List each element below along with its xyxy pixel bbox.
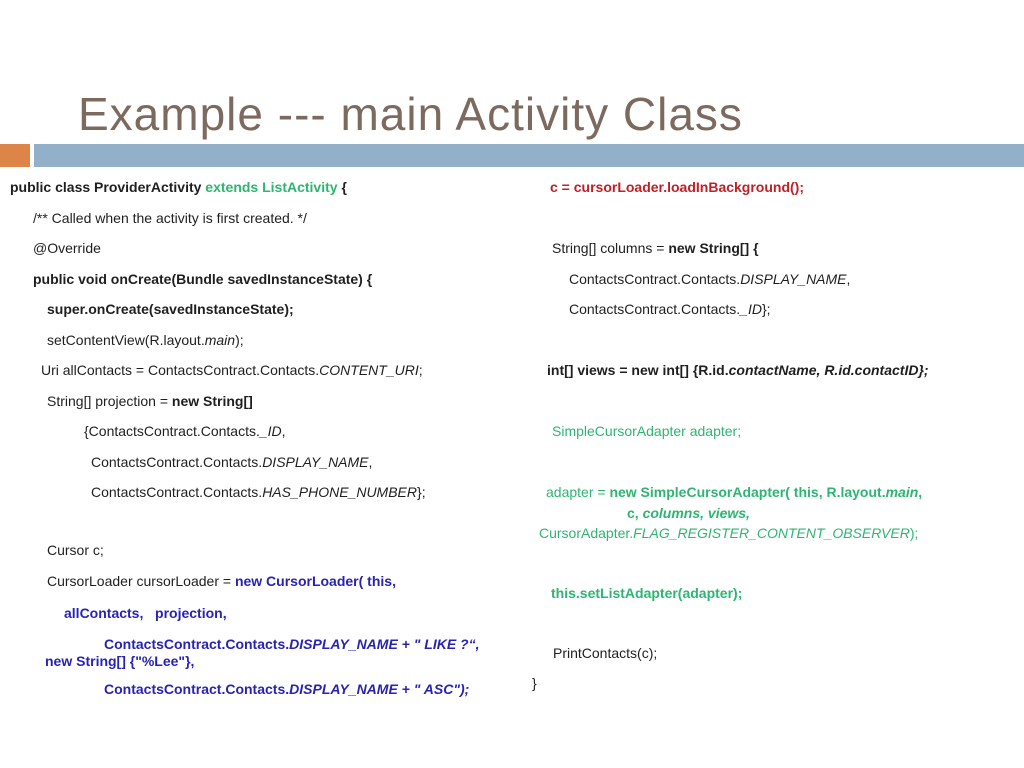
code-segment: };: [417, 484, 426, 500]
code-segment: new String[] {: [668, 240, 759, 256]
accent-blue-bar: [34, 144, 1024, 167]
code-segment: }: [532, 675, 537, 691]
code-line: ContactsContract.Contacts.DISPLAY_NAME +…: [104, 681, 469, 698]
code-line: /** Called when the activity is first cr…: [33, 210, 307, 227]
code-segment: PrintContacts(c);: [553, 645, 658, 661]
code-line: public void onCreate(Bundle savedInstanc…: [33, 271, 372, 288]
code-segment: public void onCreate(Bundle savedInstanc…: [33, 271, 373, 287]
code-line: ContactsContract.Contacts.DISPLAY_NAME,: [569, 271, 850, 288]
code-segment: String[] projection =: [47, 393, 172, 409]
code-segment: DISPLAY_NAME: [740, 271, 847, 287]
code-segment: public class ProviderActivity: [10, 179, 206, 195]
code-segment: CursorLoader cursorLoader =: [47, 573, 235, 589]
code-segment: c,: [627, 505, 643, 521]
code-line: ContactsContract.Contacts.HAS_PHONE_NUMB…: [91, 484, 426, 501]
code-line: c, columns, views,: [627, 505, 750, 522]
code-line: allContacts, projection,: [64, 605, 227, 622]
code-segment: ContactsContract.Contacts.: [104, 681, 290, 697]
code-segment: extends ListActivity: [205, 179, 342, 195]
code-segment: + " ASC");: [397, 681, 470, 697]
code-line: PrintContacts(c);: [553, 645, 657, 662]
code-segment: allContacts, projection,: [64, 605, 227, 621]
code-segment: new CursorLoader( this,: [234, 573, 396, 589]
accent-orange-block: [0, 144, 30, 167]
code-segment: _ID: [740, 301, 762, 317]
code-segment: this.setListAdapter(adapter);: [551, 585, 743, 601]
code-segment: FLAG_REGISTER_CONTENT_OBSERVER: [633, 525, 910, 541]
code-segment: DISPLAY_NAME: [262, 454, 369, 470]
code-segment: main: [885, 484, 919, 500]
code-line: String[] columns = new String[] {: [552, 240, 759, 257]
code-line: public class ProviderActivity extends Li…: [10, 179, 347, 196]
code-segment: contactName, R.id.contactID};: [728, 362, 929, 378]
code-segment: c = cursorLoader.loadInBackground();: [550, 179, 804, 195]
code-line: setContentView(R.layout.main);: [47, 332, 244, 349]
code-segment: /** Called when the activity is first cr…: [33, 210, 307, 226]
code-segment: _ID: [259, 423, 282, 439]
code-segment: HAS_PHONE_NUMBER: [262, 484, 418, 500]
code-segment: super.onCreate(savedInstanceState);: [47, 301, 294, 317]
code-line: {ContactsContract.Contacts._ID,: [84, 423, 286, 440]
code-line: }: [532, 675, 537, 692]
code-segment: CursorAdapter.: [539, 525, 634, 541]
code-line: Uri allContacts = ContactsContract.Conta…: [41, 362, 423, 379]
code-line: @Override: [33, 240, 101, 257]
code-line: int[] views = new int[] {R.id.contactNam…: [547, 362, 929, 379]
code-segment: ,: [918, 484, 923, 500]
code-segment: CONTENT_URI: [319, 362, 419, 378]
code-line: CursorAdapter.FLAG_REGISTER_CONTENT_OBSE…: [539, 525, 918, 542]
code-segment: ,: [368, 454, 373, 470]
code-segment: + " LIKE ?“,: [397, 636, 480, 652]
code-segment: DISPLAY_NAME: [289, 681, 398, 697]
code-segment: new String[]: [171, 393, 253, 409]
code-segment: adapter =: [546, 484, 610, 500]
code-segment: ,: [281, 423, 286, 439]
code-segment: {: [341, 179, 347, 195]
code-segment: String[] columns =: [552, 240, 669, 256]
code-segment: new String[] {"%Lee"},: [45, 653, 195, 669]
code-segment: new SimpleCursorAdapter( this, R.layout.: [609, 484, 886, 500]
code-segment: setContentView(R.layout.: [47, 332, 205, 348]
code-line: ContactsContract.Contacts._ID};: [569, 301, 771, 318]
code-line: ContactsContract.Contacts.DISPLAY_NAME +…: [104, 636, 480, 653]
code-line: Cursor c;: [47, 542, 104, 559]
code-segment: ,: [846, 271, 851, 287]
code-segment: columns, views,: [642, 505, 750, 521]
slide-title: Example --- main Activity Class: [78, 87, 743, 140]
code-segment: };: [761, 301, 771, 317]
code-segment: SimpleCursorAdapter adapter;: [552, 423, 742, 439]
code-line: ContactsContract.Contacts.DISPLAY_NAME,: [91, 454, 372, 471]
code-line: super.onCreate(savedInstanceState);: [47, 301, 294, 318]
code-segment: Cursor c;: [47, 542, 104, 558]
code-line: CursorLoader cursorLoader = new CursorLo…: [47, 573, 396, 590]
code-line: this.setListAdapter(adapter);: [551, 585, 742, 602]
code-line: SimpleCursorAdapter adapter;: [552, 423, 741, 440]
code-segment: ContactsContract.Contacts.: [91, 484, 263, 500]
code-segment: ;: [418, 362, 423, 378]
code-segment: ContactsContract.Contacts.: [104, 636, 290, 652]
code-segment: @Override: [33, 240, 101, 256]
code-segment: main: [204, 332, 236, 348]
code-segment: );: [235, 332, 244, 348]
code-segment: int[] views = new int[] {R.id.: [547, 362, 729, 378]
code-line: String[] projection = new String[]: [47, 393, 253, 410]
code-segment: ContactsContract.Contacts.: [569, 271, 741, 287]
code-segment: Uri allContacts = ContactsContract.Conta…: [41, 362, 320, 378]
code-segment: ContactsContract.Contacts.: [569, 301, 741, 317]
code-segment: ContactsContract.Contacts.: [91, 454, 263, 470]
code-line: adapter = new SimpleCursorAdapter( this,…: [546, 484, 922, 501]
code-line: new String[] {"%Lee"},: [45, 653, 194, 670]
code-segment: {ContactsContract.Contacts.: [84, 423, 260, 439]
code-line: c = cursorLoader.loadInBackground();: [550, 179, 804, 196]
code-segment: );: [909, 525, 919, 541]
code-segment: DISPLAY_NAME: [289, 636, 398, 652]
